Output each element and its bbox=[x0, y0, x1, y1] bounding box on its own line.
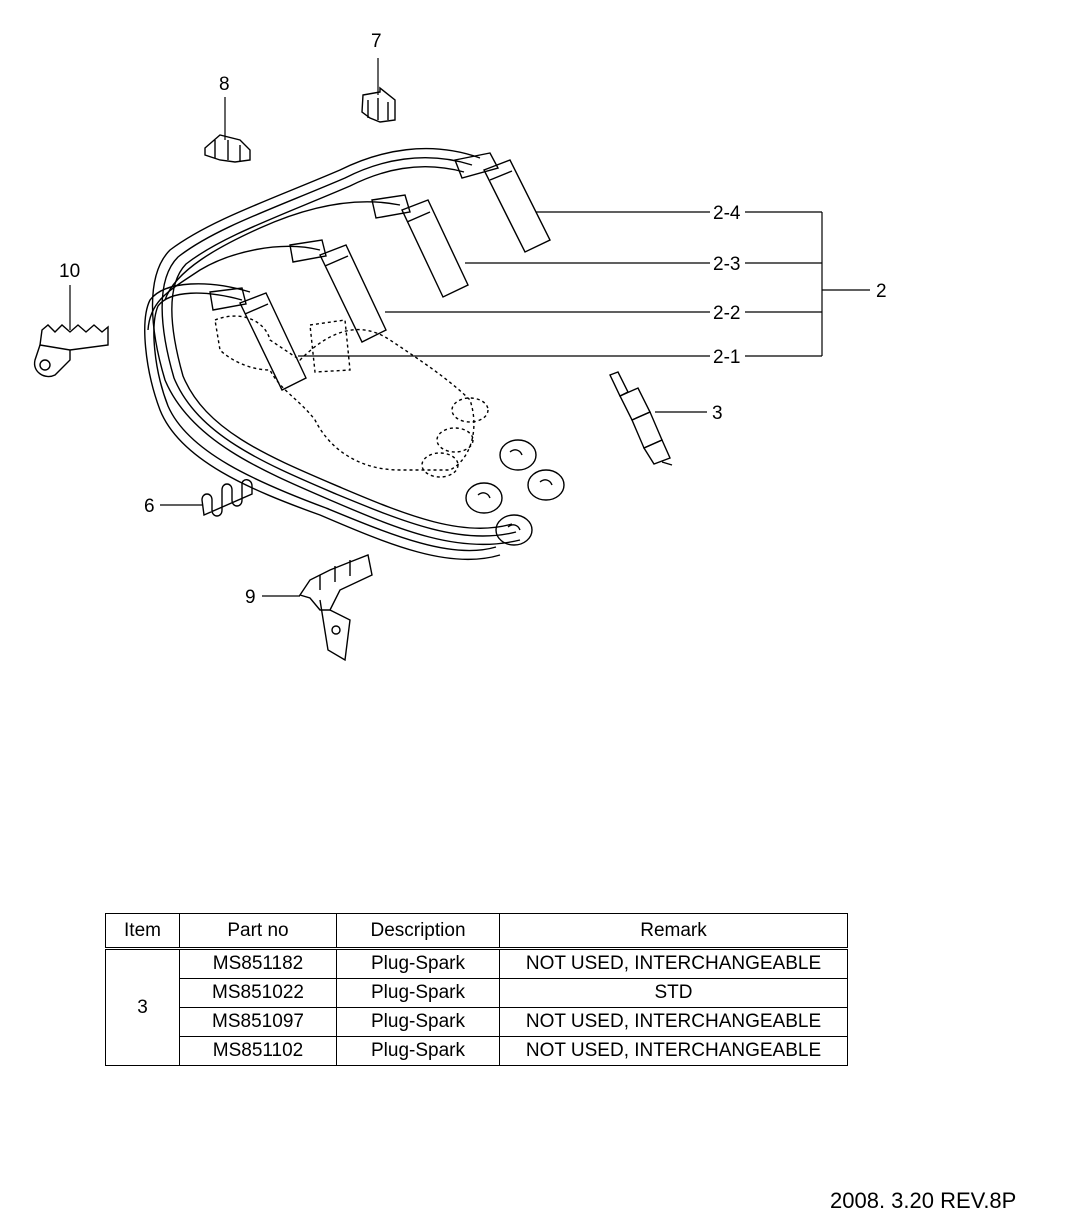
bracket-9 bbox=[298, 554, 373, 662]
table-row: MS851097 Plug-Spark NOT USED, INTERCHANG… bbox=[106, 1007, 848, 1037]
callout-10: 10 bbox=[59, 261, 81, 282]
distributor-boots bbox=[465, 439, 565, 546]
clip-8 bbox=[204, 134, 251, 163]
ignition-wire-bundle bbox=[144, 147, 521, 561]
plug-boot-2-3 bbox=[371, 194, 469, 298]
distributor bbox=[214, 315, 489, 478]
remark-cell: NOT USED, INTERCHANGEABLE bbox=[499, 1036, 848, 1066]
callout-2-2: 2-2 bbox=[713, 303, 741, 324]
remark-cell: NOT USED, INTERCHANGEABLE bbox=[499, 1007, 848, 1037]
description-cell: Plug-Spark bbox=[336, 978, 500, 1008]
part-no-cell: MS851097 bbox=[179, 1007, 337, 1037]
callout-8: 8 bbox=[219, 74, 230, 95]
header-item: Item bbox=[105, 913, 180, 950]
plug-boot-2-2 bbox=[289, 239, 387, 343]
header-part-no: Part no bbox=[179, 913, 337, 950]
parts-table: Item Part no Description Remark 3 MS8511… bbox=[105, 913, 848, 1066]
plug-boot-2-4 bbox=[454, 152, 551, 253]
description-cell: Plug-Spark bbox=[336, 1036, 500, 1066]
header-remark: Remark bbox=[499, 913, 848, 950]
item-number: 3 bbox=[105, 948, 180, 1066]
callout-2-3: 2-3 bbox=[713, 254, 741, 275]
bracket-10 bbox=[33, 324, 109, 378]
callout-9: 9 bbox=[245, 587, 256, 608]
clip-7 bbox=[361, 86, 396, 123]
callout-2-4: 2-4 bbox=[713, 203, 741, 224]
part-no-cell: MS851182 bbox=[179, 948, 337, 979]
description-cell: Plug-Spark bbox=[336, 1007, 500, 1037]
callout-2-1: 2-1 bbox=[713, 347, 741, 368]
leader-lines bbox=[69, 58, 870, 597]
callout-7: 7 bbox=[371, 31, 382, 52]
table-header-row: Item Part no Description Remark bbox=[105, 913, 848, 950]
callout-6: 6 bbox=[144, 496, 155, 517]
parts-diagram bbox=[33, 58, 870, 662]
table-row: MS851022 Plug-Spark STD bbox=[106, 978, 848, 1008]
part-no-cell: MS851022 bbox=[179, 978, 337, 1008]
part-no-cell: MS851102 bbox=[179, 1036, 337, 1066]
callout-2: 2 bbox=[876, 281, 887, 302]
plug-boot-2-1 bbox=[209, 287, 307, 391]
callout-3: 3 bbox=[712, 403, 723, 424]
revision-footer: 2008. 3.20 REV.8P bbox=[830, 1188, 1017, 1213]
spark-plug-3 bbox=[609, 371, 673, 466]
remark-cell: NOT USED, INTERCHANGEABLE bbox=[499, 948, 848, 979]
table-row: MS851102 Plug-Spark NOT USED, INTERCHANG… bbox=[106, 1036, 848, 1066]
header-description: Description bbox=[336, 913, 500, 950]
holder-6 bbox=[201, 479, 253, 517]
remark-cell: STD bbox=[499, 978, 848, 1008]
description-cell: Plug-Spark bbox=[336, 948, 500, 979]
table-row: 3 MS851182 Plug-Spark NOT USED, INTERCHA… bbox=[105, 948, 848, 1066]
